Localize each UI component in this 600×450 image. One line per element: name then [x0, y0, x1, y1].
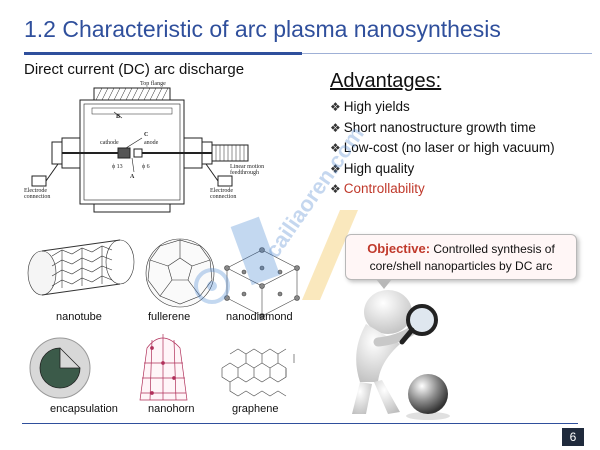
label-fullerene: fullerene [148, 311, 191, 323]
four-diamond-bullet-icon: ❖ [330, 120, 341, 135]
watermark-logo [194, 210, 358, 304]
label-top-flange: Top flange [140, 81, 166, 87]
advantage-item-highlight: ❖Controllability [330, 181, 425, 196]
label-phi13: ϕ 13 [112, 164, 123, 170]
figure-with-magnifier [352, 290, 450, 420]
label-graphene: graphene [232, 403, 279, 415]
title-underline-thin [302, 53, 592, 54]
label-b: B [116, 114, 121, 120]
fullerene-illustration [145, 238, 215, 308]
advantages-heading: Advantages: [330, 70, 442, 92]
label-nanodiamond: nanodiamond [226, 311, 293, 323]
four-diamond-bullet-icon: ❖ [330, 100, 341, 114]
schematic-labels: Top flange B C A cathode anode ϕ 13 ϕ 6 … [22, 81, 282, 222]
graphene-illustration [221, 348, 295, 397]
encapsulation-illustration [29, 337, 91, 399]
page-number: 6 [562, 428, 584, 446]
title-underline [24, 52, 302, 55]
objective-label: Objective: [367, 241, 431, 256]
nanohorn-illustration [139, 334, 188, 401]
label-cathode: cathode [100, 140, 119, 146]
nanoparticle-sphere [408, 374, 448, 414]
advantage-item: ❖Short nanostructure growth time [330, 119, 536, 135]
label-c: C [144, 132, 149, 138]
label-anode: anode [144, 140, 159, 146]
label-phi6: ϕ 6 [142, 164, 150, 170]
label-encapsulation: encapsulation [50, 403, 118, 415]
label-linear-motion: Linear motion feedthrough [230, 164, 265, 176]
four-diamond-bullet-icon: ❖ [330, 161, 341, 176]
nanotube-illustration [27, 239, 135, 296]
four-diamond-bullet-icon: ❖ [330, 141, 341, 155]
nanodiamond-illustration [224, 247, 300, 319]
callout-pointer [376, 279, 392, 289]
objective-callout: Objective: Controlled synthesis of core/… [345, 234, 577, 280]
label-a: A [130, 174, 135, 180]
advantage-item: ❖High yields [330, 99, 410, 114]
advantage-item: ❖High quality [330, 160, 415, 176]
label-nanohorn: nanohorn [148, 403, 195, 415]
objective-text: Controlled synthesis of core/shell nanop… [369, 242, 555, 273]
four-diamond-bullet-icon: ❖ [330, 182, 341, 196]
advantage-item: ❖Low-cost (no laser or high vacuum) [330, 140, 555, 155]
arc-apparatus-schematic [31, 87, 249, 213]
label-electrode-connection-right: Electrode connection [210, 188, 237, 200]
advantages-list: ❖High yields ❖Short nanostructure growth… [330, 97, 555, 200]
slide-subtitle: Direct current (DC) arc discharge [24, 61, 245, 78]
nanostructure-illustrations [27, 238, 300, 401]
label-electrode-connection-left: Electrode connection [24, 188, 51, 200]
slide-title: 1.2 Characteristic of arc plasma nanosyn… [24, 16, 501, 42]
label-nanotube: nanotube [56, 311, 102, 323]
footer-rule [22, 423, 578, 424]
